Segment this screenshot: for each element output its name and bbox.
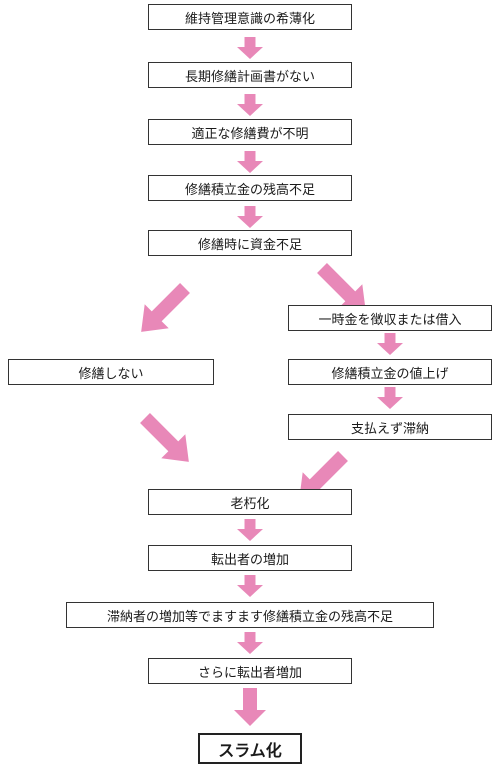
step-box-2: 長期修繕計画書がない — [148, 62, 352, 88]
arrow-step-2-to-3 — [237, 94, 263, 116]
merged-label-2: 転出者の増加 — [210, 552, 289, 568]
step-box-4: 修繕積立金の残高不足 — [148, 175, 352, 201]
branch-left-label: 修繕しない — [78, 366, 144, 382]
merged-label-4: さらに転出者増加 — [197, 665, 302, 681]
branch-right-box-3: 支払えず滞納 — [288, 414, 492, 440]
branch-right-box-2: 修繕積立金の値上げ — [288, 359, 492, 385]
step-label-3: 適正な修繕費が不明 — [191, 126, 309, 142]
arrow-left-to-merge — [140, 413, 189, 462]
arrow-to-left-branch — [141, 283, 190, 332]
branch-right-label-1: 一時金を徴収または借入 — [318, 312, 462, 328]
merged-box-2: 転出者の増加 — [148, 545, 352, 571]
step-box-3: 適正な修繕費が不明 — [148, 119, 352, 145]
merged-box-4: さらに転出者増加 — [148, 658, 352, 684]
arrow-right-2-to-3 — [377, 387, 403, 409]
final-box: スラム化 — [198, 733, 302, 764]
arrow-merged-1-to-2 — [237, 519, 263, 541]
branch-right-label-3: 支払えず滞納 — [350, 421, 429, 437]
arrow-to-right-branch — [317, 263, 366, 312]
arrow-step-1-to-2 — [237, 37, 263, 59]
branch-right-label-2: 修繕積立金の値上げ — [331, 366, 449, 382]
step-label-4: 修繕積立金の残高不足 — [184, 182, 315, 198]
arrow-to-final — [234, 688, 266, 726]
final-label: スラム化 — [218, 740, 282, 760]
arrow-right-to-merge — [299, 451, 348, 500]
step-box-1: 維持管理意識の希薄化 — [148, 4, 352, 30]
merged-label-1: 老朽化 — [230, 496, 270, 512]
merged-label-3: 滞納者の増加等でますます修繕積立金の残高不足 — [106, 609, 393, 625]
arrow-merged-3-to-4 — [237, 632, 263, 654]
arrow-step-4-to-5 — [237, 206, 263, 228]
step-label-5: 修繕時に資金不足 — [197, 237, 302, 253]
step-label-2: 長期修繕計画書がない — [184, 69, 315, 85]
merged-box-1: 老朽化 — [148, 489, 352, 515]
branch-right-box-1: 一時金を徴収または借入 — [288, 305, 492, 331]
arrow-merged-2-to-3 — [237, 575, 263, 597]
merged-box-3: 滞納者の増加等でますます修繕積立金の残高不足 — [66, 602, 434, 628]
arrow-step-3-to-4 — [237, 151, 263, 173]
arrow-right-1-to-2 — [377, 333, 403, 355]
branch-left-box: 修繕しない — [8, 359, 214, 385]
step-label-1: 維持管理意識の希薄化 — [184, 11, 315, 27]
step-box-5: 修繕時に資金不足 — [148, 230, 352, 256]
